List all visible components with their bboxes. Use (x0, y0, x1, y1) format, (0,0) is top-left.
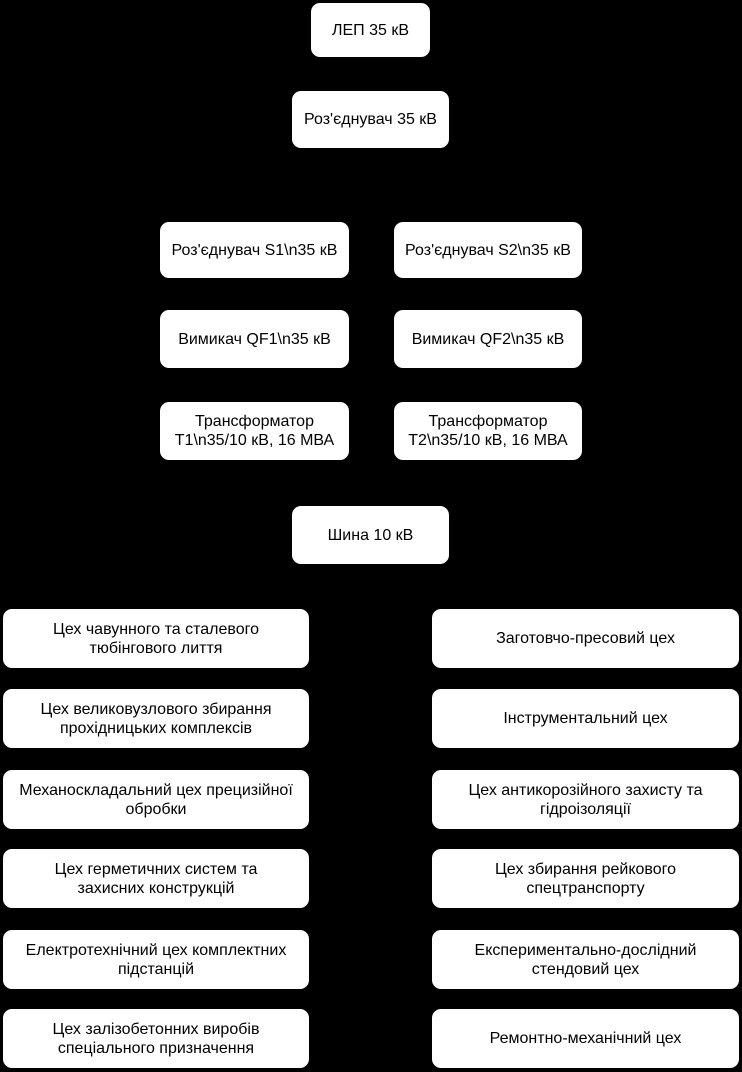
node-label: Механоскладальний цех прецизійної (19, 781, 293, 799)
node-label: Т1\n35/10 кВ, 16 МВА (174, 432, 335, 449)
node-transformer-t1: Трансформатор Т1\n35/10 кВ, 16 МВА (160, 402, 349, 460)
node-label: обробки (125, 800, 187, 818)
node-label: Шина 10 кВ (327, 526, 414, 544)
node-label: Інструментальний цех (503, 710, 668, 727)
node-workshop-rail-transport: Цех збирання рейкового спецтранспорту (432, 849, 739, 908)
node-label: Т2\n35/10 кВ, 16 МВА (408, 432, 568, 449)
node-workshop-experimental-test: Експериментально-дослідний стендовий цех (432, 930, 739, 989)
node-label: стендовий цех (531, 960, 640, 978)
node-breaker-qf1: Вимикач QF1\n35 кВ (160, 310, 349, 368)
node-workshop-repair-mechanical: Ремонтно-механічний цех (432, 1009, 739, 1068)
node-workshop-blank-pressing: Заготовчо-пресовий цех (432, 609, 739, 668)
node-label: тюбінгового лиття (89, 639, 223, 657)
node-label: Роз'єднувач S1\n35 кВ (171, 241, 338, 259)
node-label: Трансформатор (428, 413, 548, 430)
node-label: Цех антикорозійного захисту та (468, 781, 703, 799)
node-workshop-tooling: Інструментальний цех (432, 689, 739, 748)
node-label: Цех залізобетонних виробів (52, 1020, 260, 1038)
node-label: спецтранспорту (526, 879, 645, 897)
node-label: Трансформатор (195, 413, 314, 430)
node-breaker-qf2: Вимикач QF2\n35 кВ (394, 310, 582, 368)
node-workshop-electrotechnical: Електротехнічний цех комплектних підстан… (3, 930, 309, 989)
node-transformer-t2: Трансформатор Т2\n35/10 кВ, 16 МВА (394, 402, 582, 460)
node-label: Ремонтно-механічний цех (489, 1030, 682, 1047)
node-label: Роз'єднувач 35 кВ (304, 111, 437, 128)
node-label: Цех збирання рейкового (494, 860, 677, 878)
node-disconnector-s1: Роз'єднувач S1\n35 кВ (160, 222, 349, 278)
node-disconnector-35kv: Роз'єднувач 35 кВ (292, 91, 449, 148)
node-label: Вимикач QF2\n35 кВ (411, 330, 565, 348)
node-disconnector-s2: Роз'єднувач S2\n35 кВ (394, 222, 582, 278)
node-workshop-tubing-casting: Цех чавунного та сталевого тюбінгового л… (3, 609, 309, 668)
node-label: Експериментально-дослідний (474, 941, 697, 959)
node-workshop-anticorrosion: Цех антикорозійного захисту та гідроізол… (432, 770, 739, 829)
node-workshop-large-assembly: Цех великовузлового збирання прохідницьк… (3, 689, 309, 748)
node-label: Вимикач QF1\n35 кВ (178, 330, 331, 348)
node-label: підстанцій (117, 960, 195, 978)
node-bus-10kv: Шина 10 кВ (292, 506, 449, 564)
node-label: спеціального призначення (57, 1039, 255, 1057)
node-label: ЛЕП 35 кВ (331, 21, 410, 39)
node-power-line-35kv: ЛЕП 35 кВ (311, 3, 430, 57)
node-label: прохідницьких комплексів (59, 719, 253, 737)
node-label: Роз'єднувач S2\n35 кВ (405, 241, 571, 259)
node-label: Цех великовузлового збирання (40, 700, 272, 718)
node-label: Електротехнічний цех комплектних (25, 941, 287, 959)
node-label: захисних конструкцій (77, 879, 235, 897)
node-workshop-hermetic-systems: Цех герметичних систем та захисних конст… (3, 849, 309, 908)
node-label: Цех чавунного та сталевого (53, 620, 259, 638)
node-label: гідроізоляції (540, 800, 631, 818)
node-workshop-precision-machining: Механоскладальний цех прецизійної обробк… (3, 770, 309, 829)
node-label: Заготовчо-пресовий цех (496, 630, 675, 647)
node-label: Цех герметичних систем та (54, 860, 258, 878)
node-workshop-reinforced-concrete: Цех залізобетонних виробів спеціального … (3, 1009, 309, 1068)
